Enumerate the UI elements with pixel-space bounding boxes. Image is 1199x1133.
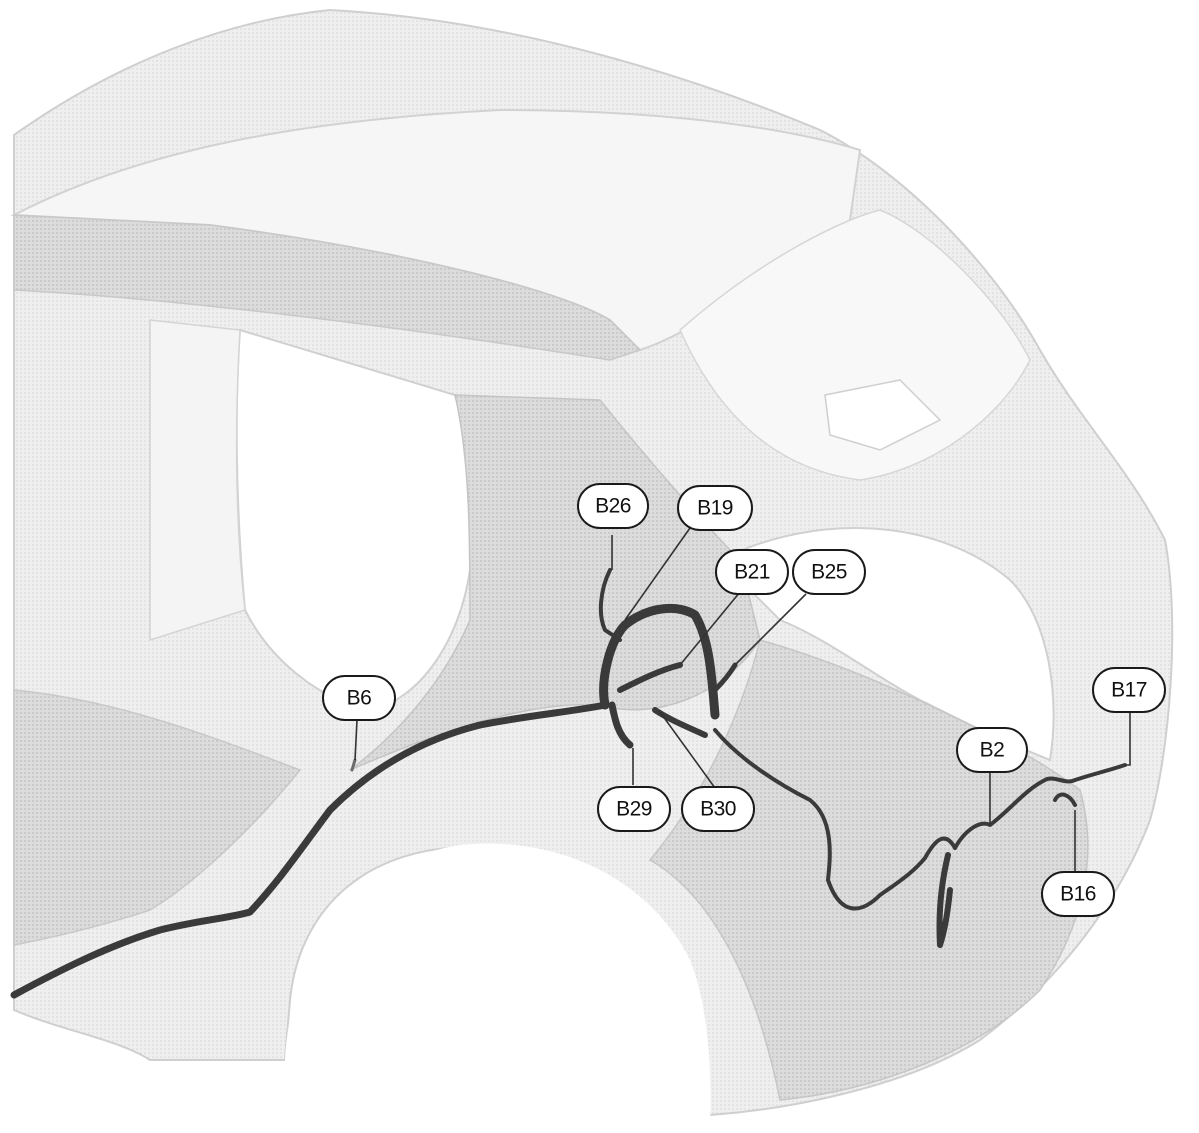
leader-b17 — [1125, 712, 1131, 766]
harness-main-trunk — [10, 701, 609, 999]
callout-b6-label: B6 — [347, 687, 372, 710]
callout-b19: B19 — [677, 485, 753, 531]
callout-b29-label: B29 — [616, 798, 652, 821]
harness-loop-upper — [599, 603, 720, 720]
callout-b16: B16 — [1041, 871, 1115, 917]
leader-b6 — [354, 719, 358, 761]
tail-lamp-recess — [824, 379, 942, 451]
callout-b17: B17 — [1092, 667, 1166, 713]
leader-b25 — [734, 593, 807, 666]
callout-b30: B30 — [681, 786, 755, 832]
callout-b16-label: B16 — [1060, 883, 1096, 906]
leader-b19 — [624, 527, 691, 621]
callout-b29: B29 — [597, 786, 671, 832]
leader-b30 — [659, 711, 716, 789]
callout-b26: B26 — [577, 483, 649, 529]
callout-b25-label: B25 — [811, 561, 847, 584]
harness-inner-branch — [617, 662, 683, 693]
rear-door-frame — [149, 319, 246, 642]
callout-b2-label: B2 — [980, 739, 1005, 762]
harness-b6-stub — [350, 758, 357, 772]
harness-b16-stub — [1053, 792, 1077, 807]
callout-b26-label: B26 — [595, 495, 631, 518]
leader-b21 — [679, 591, 741, 666]
callout-b30-label: B30 — [700, 798, 736, 821]
vehicle-body — [10, 8, 1174, 1133]
harness-b25-stub — [712, 662, 738, 693]
callout-b6: B6 — [322, 675, 396, 721]
callout-b21-label: B21 — [734, 561, 770, 584]
harness-b30-branch — [652, 707, 708, 738]
harness-b26-branch — [598, 568, 622, 642]
leader-lines — [354, 527, 1131, 872]
callout-b25: B25 — [792, 549, 866, 595]
rear-glass-area — [679, 209, 1031, 481]
harness-drop-loop — [936, 852, 953, 948]
callout-b21: B21 — [715, 549, 789, 595]
callout-b19-label: B19 — [697, 497, 733, 520]
front-wheel-arch — [285, 843, 711, 1133]
harness-down-left — [608, 701, 634, 749]
floor-panel — [13, 689, 302, 946]
callout-b2: B2 — [956, 727, 1028, 773]
harness-rear-run — [713, 728, 1127, 911]
callout-b17-label: B17 — [1111, 679, 1147, 702]
roof-rail-edge — [13, 214, 642, 361]
wiring-harness — [10, 568, 1127, 999]
